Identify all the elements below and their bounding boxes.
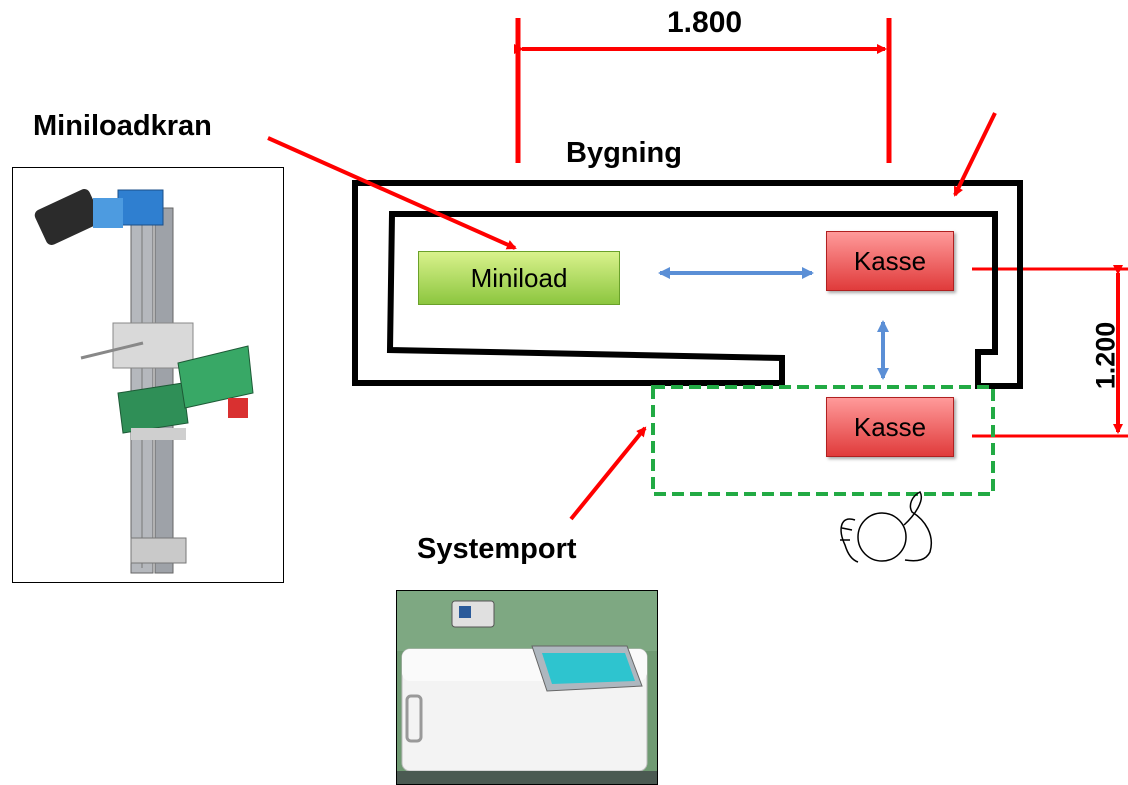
crane-label: Miniloadkran — [33, 110, 212, 142]
kasse-top-box: Kasse — [826, 231, 954, 291]
system-port-area — [651, 385, 995, 496]
dimension-horizontal — [514, 18, 892, 163]
pointer-arrow-building — [953, 112, 997, 197]
dimension-horizontal-label: 1.800 — [667, 6, 743, 39]
system-port-photo — [396, 590, 658, 785]
pointer-arrow-port — [569, 426, 647, 521]
miniload-box-label: Miniload — [470, 262, 568, 293]
operator-icon — [840, 491, 932, 563]
system-port-label: Systemport — [417, 533, 577, 565]
building-label: Bygning — [566, 137, 682, 169]
kasse-top-label: Kasse — [853, 245, 927, 276]
kasse-bottom-label: Kasse — [853, 411, 927, 442]
dimension-vertical-label: 1.200 — [1090, 321, 1121, 390]
kasse-bottom-box: Kasse — [826, 397, 954, 457]
pointer-arrow-crane — [267, 136, 517, 250]
building-outline — [352, 180, 1023, 389]
miniload-crane-photo — [12, 167, 284, 583]
miniload-box: Miniload — [418, 251, 620, 305]
